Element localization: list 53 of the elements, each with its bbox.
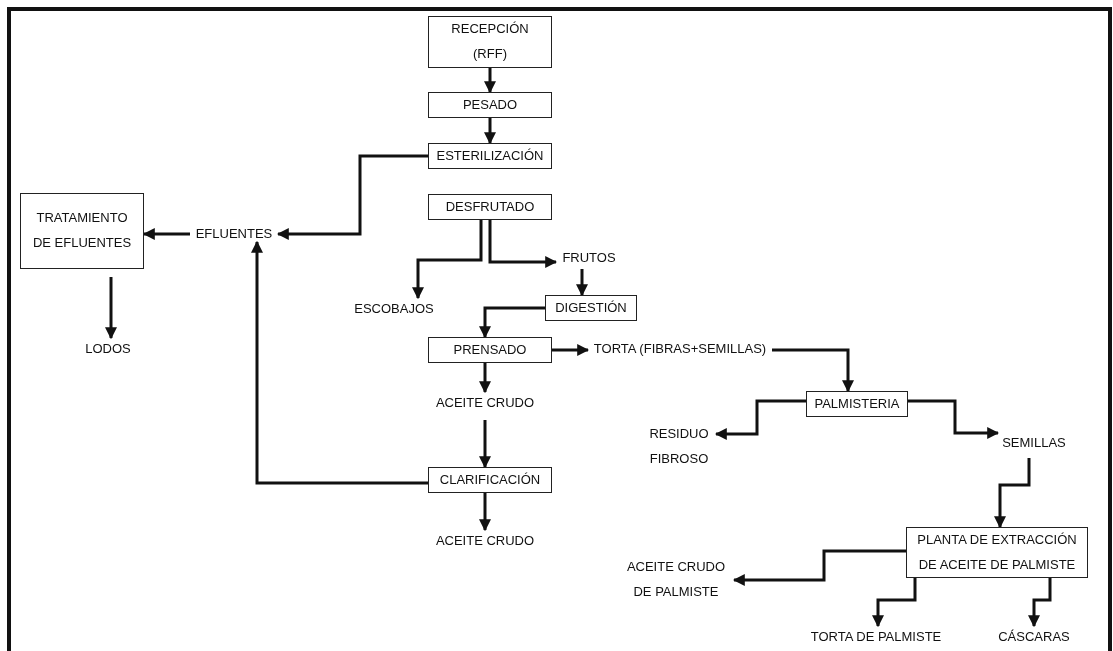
process-label: CLARIFICACIÓN	[438, 470, 542, 489]
arrow	[105, 277, 117, 340]
process-label: RECEPCIÓN (RFF)	[450, 20, 530, 63]
process-label: DIGESTIÓN	[554, 298, 628, 317]
flow-label: ACEITE CRUDO	[433, 530, 537, 552]
flow-label: ESCOBAJOS	[352, 298, 436, 320]
process-label: PESADO	[461, 95, 519, 114]
process-box	[545, 295, 637, 321]
flow-label: RESIDUO FIBROSO	[642, 422, 716, 472]
arrow	[908, 399, 1000, 439]
process-box	[428, 337, 552, 363]
process-box	[20, 193, 144, 269]
arrow	[412, 220, 483, 300]
arrow	[1028, 578, 1052, 628]
flow-label: LODOS	[80, 338, 136, 360]
arrow	[479, 420, 491, 469]
arrow	[479, 306, 545, 339]
process-box	[428, 143, 552, 169]
process-box	[806, 391, 908, 417]
arrow	[994, 458, 1031, 529]
arrow	[484, 68, 496, 94]
flow-label: ACEITE CRUDO DE PALMISTE	[618, 554, 734, 606]
process-box	[428, 16, 552, 68]
process-label: TRATAMIENTO DE EFLUENTES	[31, 209, 133, 252]
flow-label: CÁSCARAS	[996, 626, 1072, 648]
process-box	[906, 527, 1088, 578]
process-label: DESFRUTADO	[444, 197, 536, 216]
arrow	[142, 228, 190, 240]
flow-label: ACEITE CRUDO	[433, 392, 537, 414]
arrow	[479, 493, 491, 532]
process-label: PLANTA DE EXTRACCIÓN DE ACEITE DE PALMISTE	[916, 530, 1078, 574]
process-box	[428, 92, 552, 118]
arrow	[488, 220, 558, 268]
arrow	[479, 363, 491, 394]
arrow	[276, 154, 428, 240]
arrow	[732, 549, 906, 586]
arrow	[552, 344, 590, 356]
arrow	[576, 269, 588, 297]
flow-label: TORTA (FIBRAS+SEMILLAS)	[588, 338, 772, 360]
flow-label: FRUTOS	[556, 247, 622, 269]
arrow	[772, 348, 854, 393]
flow-label: EFLUENTES	[190, 222, 278, 246]
process-label: ESTERILIZACIÓN	[435, 146, 545, 165]
arrow	[251, 240, 428, 485]
flow-label: TORTA DE PALMISTE	[798, 626, 954, 648]
process-label: PALMISTERIA	[813, 394, 901, 413]
arrow	[714, 399, 806, 440]
process-label: PRENSADO	[452, 340, 528, 359]
process-box	[428, 194, 552, 220]
flow-label: SEMILLAS	[998, 432, 1070, 454]
arrow	[872, 578, 917, 628]
process-box	[428, 467, 552, 493]
arrow	[484, 118, 496, 145]
